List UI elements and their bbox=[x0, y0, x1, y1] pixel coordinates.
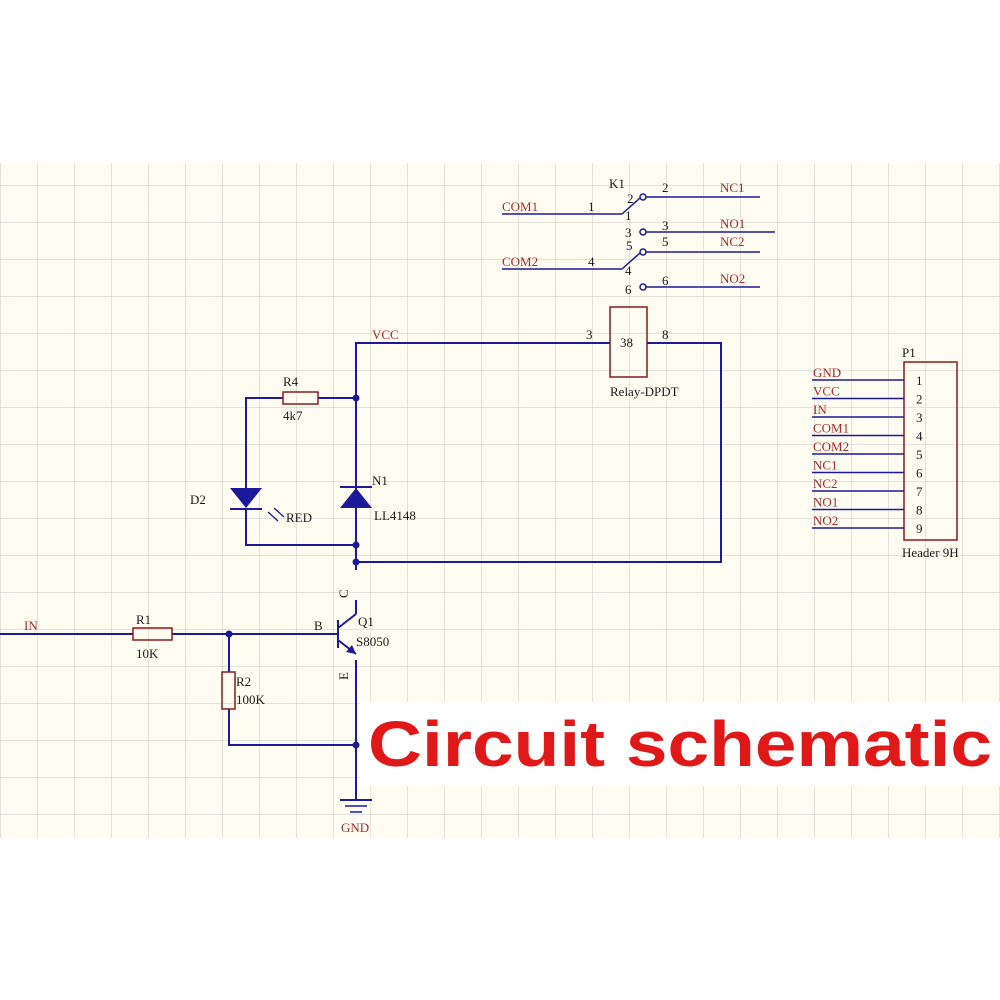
header-pin-net: GND bbox=[813, 365, 841, 380]
net-label-in: IN bbox=[24, 618, 38, 633]
relay-pin-5: 5 bbox=[662, 234, 669, 249]
header-pin-net: NC2 bbox=[813, 476, 838, 491]
relay-contact-mark-5: 5 bbox=[626, 238, 633, 253]
header-pin-number: 4 bbox=[916, 429, 923, 444]
relay-coil-pin-3: 3 bbox=[586, 327, 593, 342]
q1-pin-b: B bbox=[314, 618, 323, 633]
r4-value: 4k7 bbox=[283, 408, 303, 423]
q1-ref: Q1 bbox=[358, 614, 374, 629]
relay-pin-2: 2 bbox=[662, 180, 669, 195]
r2-value: 100K bbox=[236, 692, 266, 707]
relay-pin-6: 6 bbox=[662, 273, 669, 288]
d2-value: RED bbox=[286, 510, 312, 525]
q1-pin-e: E bbox=[336, 672, 351, 680]
led-d2: D2 RED bbox=[190, 488, 312, 525]
relay-ref: K1 bbox=[609, 176, 625, 191]
n1-value: LL4148 bbox=[374, 508, 416, 523]
r1-value: 10K bbox=[136, 646, 159, 661]
transistor-q1: B C E Q1 S8050 bbox=[314, 589, 389, 680]
header-pin-net: NC1 bbox=[813, 458, 838, 473]
header-pin-number: 3 bbox=[916, 410, 923, 425]
header-pin-net: NO1 bbox=[813, 495, 838, 510]
header-pin-net: VCC bbox=[813, 384, 840, 399]
net-label-com2: COM2 bbox=[502, 254, 538, 269]
r2-ref: R2 bbox=[236, 674, 251, 689]
relay-coil-label: 38 bbox=[620, 335, 633, 350]
q1-pin-c: C bbox=[336, 589, 351, 598]
d2-ref: D2 bbox=[190, 492, 206, 507]
header-pin-number: 2 bbox=[916, 392, 923, 407]
net-label-no1: NO1 bbox=[720, 216, 745, 231]
header-pin-number: 5 bbox=[916, 447, 923, 462]
relay-pin-1: 1 bbox=[588, 199, 595, 214]
header-pin-number: 9 bbox=[916, 521, 923, 536]
caption-text: Circuit schematic bbox=[368, 708, 992, 780]
relay-value: Relay-DPDT bbox=[610, 384, 679, 399]
q1-value: S8050 bbox=[356, 634, 389, 649]
relay-pin-3: 3 bbox=[662, 218, 669, 233]
header-pin-number: 6 bbox=[916, 466, 923, 481]
relay-contact-mark-2: 2 bbox=[627, 191, 634, 206]
header-pin-number: 7 bbox=[916, 484, 923, 499]
junctions bbox=[225, 394, 360, 749]
net-label-nc1: NC1 bbox=[720, 180, 745, 195]
header-pin-number: 8 bbox=[916, 503, 923, 518]
resistor-r2: R2 100K bbox=[221, 671, 266, 710]
net-label-vcc: VCC bbox=[372, 327, 399, 342]
caption-backdrop bbox=[360, 702, 1000, 786]
ground-symbol: GND bbox=[340, 799, 372, 835]
relay-contact-mark-6: 6 bbox=[625, 282, 632, 297]
resistor-r1: R1 10K bbox=[132, 612, 173, 661]
p1-ref: P1 bbox=[902, 345, 916, 360]
relay-contacts: K1 COM1 1 2 NC1 2 1 3 NO1 3 COM2 4 5 NC2… bbox=[502, 176, 775, 297]
header-pin-net: NO2 bbox=[813, 513, 838, 528]
relay-contact-mark-4: 4 bbox=[625, 263, 632, 278]
relay-coil: 38 3 8 Relay-DPDT bbox=[586, 306, 679, 399]
r1-ref: R1 bbox=[136, 612, 151, 627]
header-pin-number: 1 bbox=[916, 373, 923, 388]
net-label-nc2: NC2 bbox=[720, 234, 745, 249]
relay-contact-mark-3: 3 bbox=[625, 225, 632, 240]
net-label-com1: COM1 bbox=[502, 199, 538, 214]
p1-value: Header 9H bbox=[902, 545, 959, 560]
wires bbox=[0, 342, 722, 800]
header-pin-net: COM1 bbox=[813, 421, 849, 436]
net-label-no2: NO2 bbox=[720, 271, 745, 286]
diode-n1: N1 LL4148 bbox=[340, 473, 416, 523]
header-pin-net: COM2 bbox=[813, 439, 849, 454]
net-label-gnd: GND bbox=[341, 820, 369, 835]
relay-coil-pin-8: 8 bbox=[662, 327, 669, 342]
relay-contact-mark-1: 1 bbox=[625, 208, 632, 223]
relay-pin-4: 4 bbox=[588, 254, 595, 269]
header-pin-net: IN bbox=[813, 402, 827, 417]
n1-ref: N1 bbox=[372, 473, 388, 488]
r4-ref: R4 bbox=[283, 374, 299, 389]
resistor-r4: R4 4k7 bbox=[282, 374, 319, 423]
